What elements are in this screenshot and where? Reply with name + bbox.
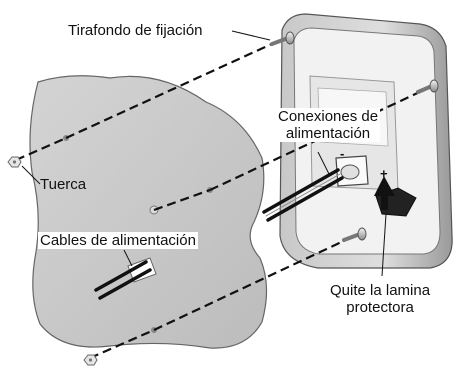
screw-top-left (270, 31, 295, 46)
leader-lines (21, 30, 387, 277)
nut-left (7, 156, 22, 168)
terminal-plus-mark: + (380, 166, 388, 181)
label-remove-film: Quite la lamina protectora (330, 282, 431, 316)
label-power-cables: Cables de alimentación (38, 232, 198, 249)
nut-bottom (83, 354, 98, 366)
label-power-connections: Conexiones de alimentación (276, 108, 381, 142)
plate-cable-hole (127, 257, 157, 283)
wall-plate (29, 75, 268, 349)
power-cables (94, 168, 344, 300)
screw-bottom (342, 227, 367, 242)
terminal-minus-mark: - (340, 146, 344, 161)
screw-right (416, 79, 439, 94)
label-nut: Tuerca (40, 176, 87, 193)
label-lag-screw: Tirafondo de fijación (68, 22, 203, 39)
terminal-block (335, 155, 369, 187)
protective-film-arrow (374, 176, 395, 210)
